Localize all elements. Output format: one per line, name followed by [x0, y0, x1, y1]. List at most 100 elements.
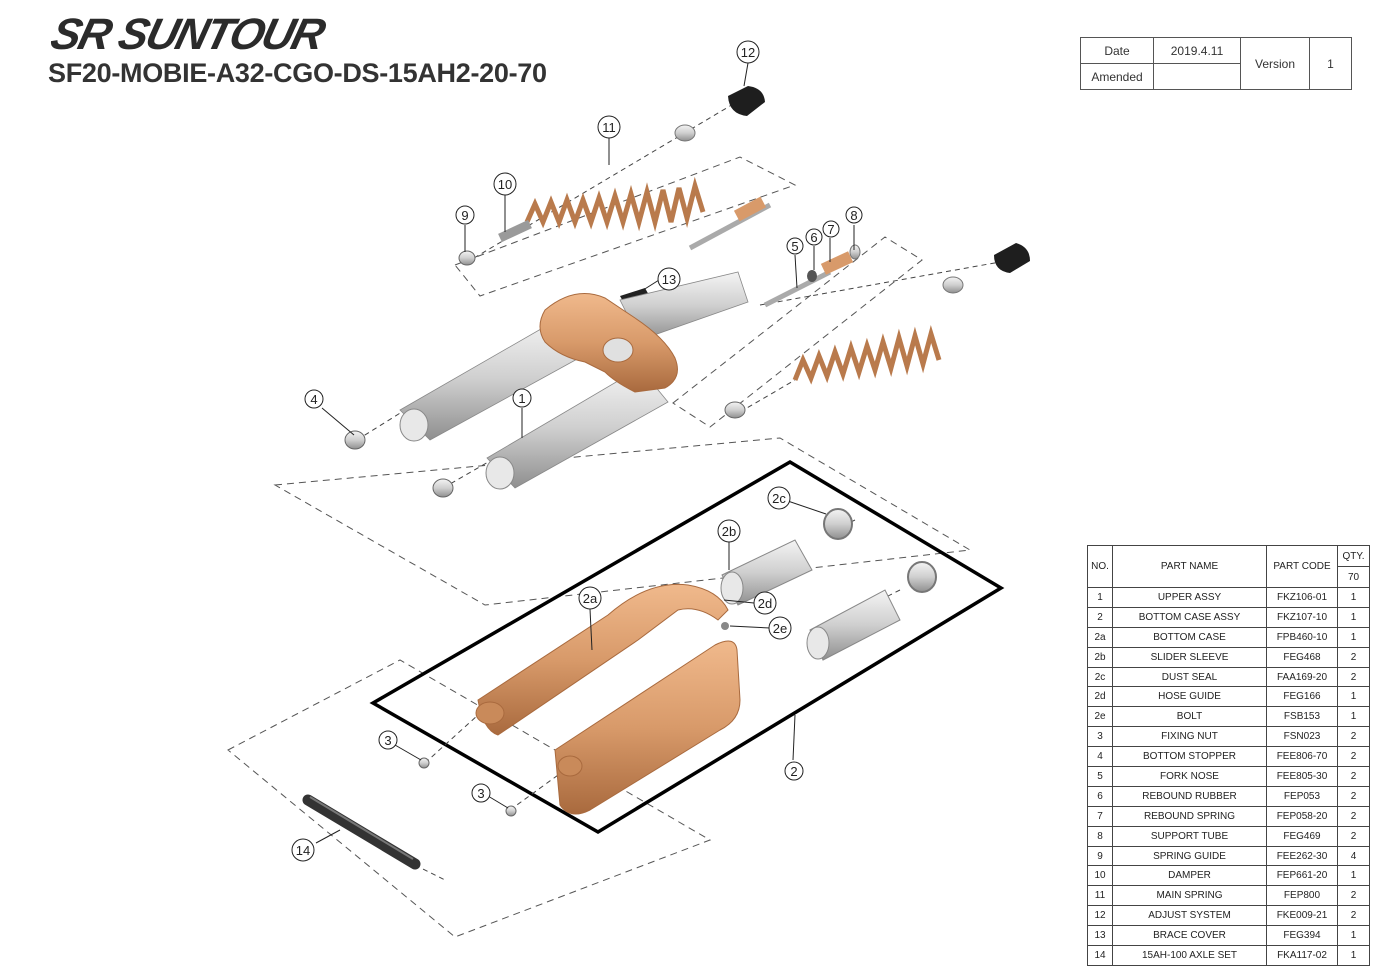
svg-text:2c: 2c	[772, 491, 786, 506]
svg-text:13: 13	[662, 272, 676, 287]
cell-qty: 2	[1337, 785, 1370, 807]
svg-text:2d: 2d	[758, 596, 772, 611]
assembly-guides	[227, 156, 972, 938]
cell-no: 9	[1087, 845, 1113, 867]
cell-no: 4	[1087, 746, 1113, 768]
svg-text:1: 1	[518, 391, 525, 406]
svg-text:2b: 2b	[722, 524, 736, 539]
main-spring-part	[524, 176, 942, 385]
bottom-case-frame	[369, 459, 1005, 835]
col-qty-sub: 70	[1337, 566, 1370, 588]
cell-code: FEE806-70	[1266, 746, 1338, 768]
svg-text:8: 8	[850, 208, 857, 223]
callout-6: 6	[805, 228, 823, 246]
svg-text:4: 4	[310, 392, 317, 407]
svg-text:12: 12	[741, 45, 755, 60]
cell-qty: 2	[1337, 905, 1370, 927]
cell-qty: 1	[1337, 606, 1370, 628]
cell-code: FEG166	[1266, 686, 1338, 708]
cell-qty: 1	[1337, 865, 1370, 887]
svg-text:2a: 2a	[583, 591, 598, 606]
cell-qty: 2	[1337, 646, 1370, 668]
cell-qty: 1	[1337, 945, 1370, 966]
cell-name: FIXING NUT	[1112, 726, 1267, 748]
cell-name: SLIDER SLEEVE	[1112, 646, 1267, 668]
cell-qty: 1	[1337, 587, 1370, 608]
callout-2: 2	[784, 761, 804, 781]
svg-text:6: 6	[810, 230, 817, 245]
cell-code: FEP800	[1266, 885, 1338, 907]
cell-qty: 1	[1337, 925, 1370, 947]
cell-no: 8	[1087, 825, 1113, 847]
date-value: 2019.4.11	[1153, 37, 1241, 64]
svg-text:2e: 2e	[773, 621, 787, 636]
cell-code: FEG394	[1266, 925, 1338, 947]
date-label: Date	[1080, 37, 1154, 64]
cell-qty: 1	[1337, 686, 1370, 708]
cell-code: FEP053	[1266, 785, 1338, 807]
cell-no: 2d	[1087, 686, 1113, 708]
cell-code: FSN023	[1266, 726, 1338, 748]
bottom-case-part	[475, 583, 741, 815]
axis-lines	[356, 102, 1001, 881]
cell-qty: 2	[1337, 885, 1370, 907]
dust-seal-part	[823, 508, 937, 593]
cell-name: SUPPORT TUBE	[1112, 825, 1267, 847]
svg-text:7: 7	[827, 222, 834, 237]
cell-no: 10	[1087, 865, 1113, 887]
cell-code: FKZ107-10	[1266, 606, 1338, 628]
cell-name: REBOUND SPRING	[1112, 805, 1267, 827]
fork-nose-part	[763, 244, 861, 308]
callout-3a: 3	[378, 730, 398, 750]
callout-2c: 2c	[767, 486, 791, 510]
cell-qty: 2	[1337, 766, 1370, 787]
damper-part	[458, 196, 772, 419]
cell-name: BRACE COVER	[1112, 925, 1267, 947]
callout-13: 13	[657, 267, 681, 291]
cell-name: BOLT	[1112, 706, 1267, 728]
cell-no: 14	[1087, 945, 1113, 966]
cell-code: FSB153	[1266, 706, 1338, 728]
upper-assy-part	[399, 271, 749, 490]
cell-name: UPPER ASSY	[1112, 587, 1267, 608]
version-value: 1	[1309, 37, 1352, 90]
fixing-nut-part	[418, 757, 517, 817]
model-title: SF20-MOBIE-A32-CGO-DS-15AH2-20-70	[48, 58, 547, 88]
cell-name: BOTTOM CASE	[1112, 626, 1267, 648]
callout-14: 14	[291, 838, 315, 862]
cell-no: 11	[1087, 885, 1113, 907]
cell-no: 2a	[1087, 626, 1113, 648]
cell-qty: 2	[1337, 805, 1370, 827]
cell-qty: 2	[1337, 746, 1370, 768]
cell-no: 3	[1087, 726, 1113, 748]
cell-name: BOTTOM STOPPER	[1112, 746, 1267, 768]
svg-text:3: 3	[477, 786, 484, 801]
cell-name: FORK NOSE	[1112, 766, 1267, 787]
col-code: PART CODE	[1266, 545, 1338, 588]
cell-code: FEG469	[1266, 825, 1338, 847]
cell-name: DUST SEAL	[1112, 666, 1267, 688]
cell-name: 15AH-100 AXLE SET	[1112, 945, 1267, 966]
cell-no: 2b	[1087, 646, 1113, 668]
cell-code: FEG468	[1266, 646, 1338, 668]
callout-12: 12	[736, 40, 760, 64]
col-no: NO.	[1087, 545, 1113, 588]
version-label: Version	[1240, 37, 1310, 90]
cell-code: FEE805-30	[1266, 766, 1338, 787]
axle-part	[302, 794, 421, 870]
cell-name: BOTTOM CASE ASSY	[1112, 606, 1267, 628]
